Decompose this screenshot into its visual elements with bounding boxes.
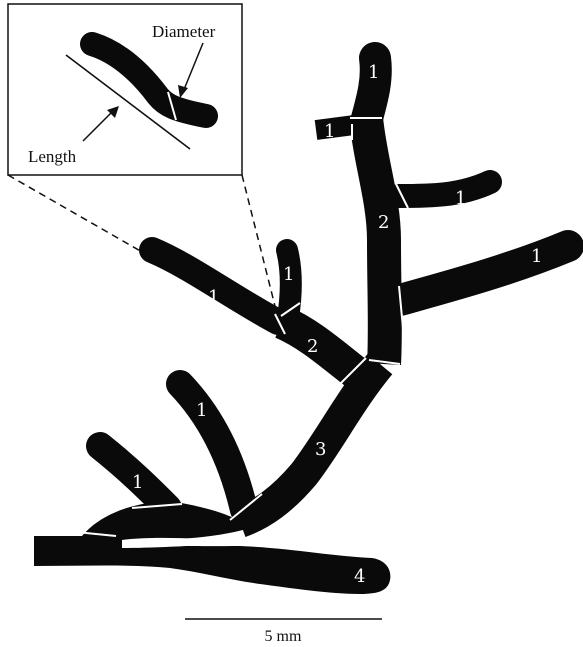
scale-bar-label: 5 mm — [265, 628, 302, 645]
inset-panel: Diameter Length — [8, 4, 242, 175]
order-label-left-upper: 1 — [208, 287, 219, 308]
order-label-left-stub: 1 — [324, 121, 335, 142]
branch-upper-right — [398, 182, 490, 196]
order-label-top: 1 — [368, 62, 379, 83]
order-label-upper-right: 1 — [455, 188, 466, 209]
order-label-lower-trunk: 3 — [315, 439, 326, 460]
order-label-bottom-main: 4 — [354, 566, 365, 587]
branch-lower-left — [180, 384, 244, 510]
order-label-small-middle: 1 — [283, 264, 294, 285]
scale-bar: 5 mm — [185, 619, 382, 645]
inset-diameter-label: Diameter — [152, 22, 216, 41]
branch-lower-right — [400, 246, 568, 300]
branch-middle-joint — [282, 322, 360, 376]
branch-lower-trunk — [240, 364, 380, 522]
branch-center-trunk — [366, 118, 385, 364]
order-label-lower-left: 1 — [196, 400, 207, 421]
branch-bottom-main — [34, 536, 390, 594]
order-label-middle-joint: 2 — [307, 336, 318, 357]
order-label-far-lower-left: 1 — [132, 472, 143, 493]
order-label-center-trunk: 2 — [378, 212, 389, 233]
inset-length-label: Length — [28, 147, 77, 166]
branch-left-upper — [152, 250, 278, 322]
order-label-lower-right: 1 — [531, 246, 542, 267]
